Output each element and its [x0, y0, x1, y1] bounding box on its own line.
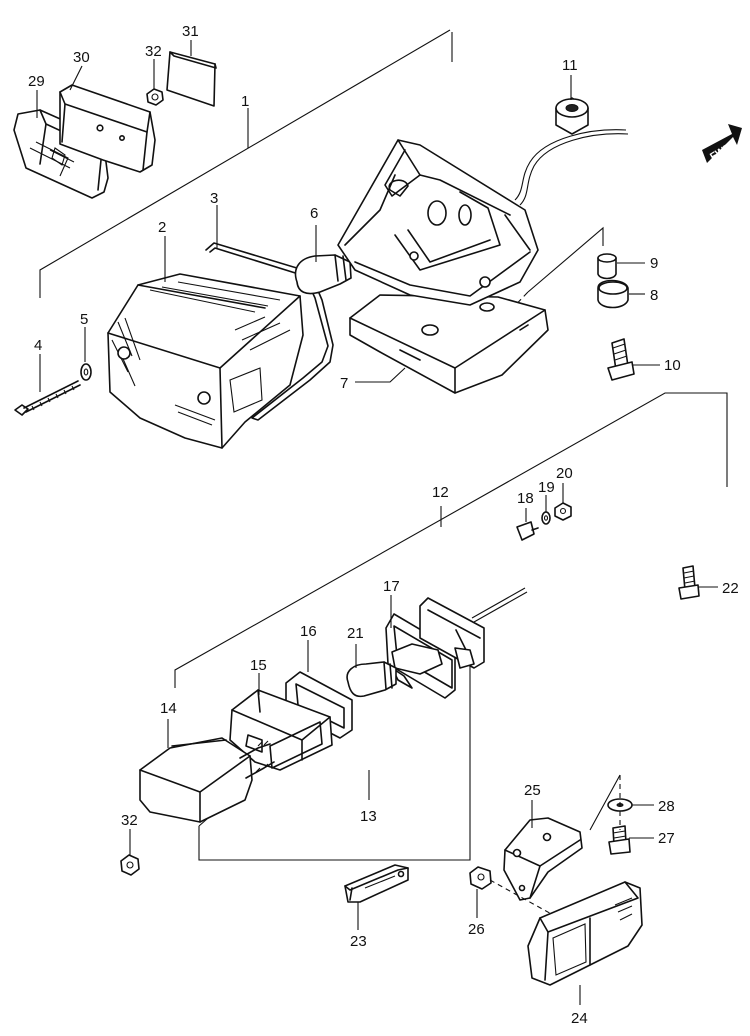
nut-32-top: [146, 88, 164, 106]
reflector-plate-30: [59, 84, 156, 173]
callout-7: 7: [340, 375, 348, 392]
grommet-11: [555, 97, 589, 135]
callout-24: 24: [571, 1010, 588, 1027]
callout-17: 17: [383, 578, 400, 595]
gasket-7: [349, 294, 549, 394]
callout-26: 26: [468, 921, 485, 938]
screw-4: [14, 380, 81, 416]
gasket-31: [166, 51, 217, 107]
nut-32-bottom: [120, 854, 140, 876]
spacer-9: [597, 253, 617, 280]
callout-29: 29: [28, 73, 45, 90]
taillight-lens-2: [107, 273, 304, 449]
nut-20: [554, 502, 572, 521]
callout-10: 10: [664, 357, 681, 374]
callout-4: 4: [34, 337, 42, 354]
housing-base-1: [337, 129, 629, 306]
callout-19: 19: [538, 479, 555, 496]
bolt-10: [607, 338, 635, 381]
socket-17: [385, 587, 528, 699]
callout-9: 9: [650, 255, 658, 272]
washer-19: [541, 511, 551, 525]
washer-5: [80, 363, 92, 381]
bracket-23: [344, 864, 409, 903]
nut-26: [469, 774, 621, 917]
callout-28: 28: [658, 798, 675, 815]
fwd-arrow-icon: FWD: [702, 124, 742, 163]
callout-20: 20: [556, 465, 573, 482]
bolt-22: [678, 565, 700, 600]
callout-14: 14: [160, 700, 177, 717]
callout-21: 21: [347, 625, 364, 642]
bulb-6: [294, 254, 352, 295]
callout-5: 5: [80, 311, 88, 328]
callout-3: 3: [210, 190, 218, 207]
lens-14: [139, 737, 275, 823]
cushion-8: [597, 279, 629, 309]
callout-27: 27: [658, 830, 675, 847]
reflector-24: [527, 881, 643, 986]
callout-32-bottom: 32: [121, 812, 138, 829]
callout-1: 1: [241, 93, 249, 110]
callout-11: 11: [562, 57, 578, 74]
callout-18: 18: [517, 490, 534, 507]
callout-23: 23: [350, 933, 367, 950]
callout-2: 2: [158, 219, 166, 236]
bracket-25: [503, 817, 583, 901]
leader-lines: [36, 40, 718, 1005]
callout-15: 15: [250, 657, 267, 674]
screw-27: [608, 825, 631, 855]
callout-22: 22: [722, 580, 739, 597]
callout-6: 6: [310, 205, 318, 222]
callout-16: 16: [300, 623, 317, 640]
assembly-1-bracket: [39, 29, 604, 319]
screw-18: [516, 521, 539, 541]
callout-32-top: 32: [145, 43, 162, 60]
callout-31: 31: [182, 23, 199, 40]
bulb-21: [346, 661, 397, 698]
callout-8: 8: [650, 287, 658, 304]
callouts: 1 2 3 4 5 6 7 8 9 10 11 12 13 14 15 16 1…: [28, 23, 739, 1027]
callout-12: 12: [432, 484, 449, 501]
callout-25: 25: [524, 782, 541, 799]
callout-30: 30: [73, 49, 90, 66]
callout-13: 13: [360, 808, 377, 825]
